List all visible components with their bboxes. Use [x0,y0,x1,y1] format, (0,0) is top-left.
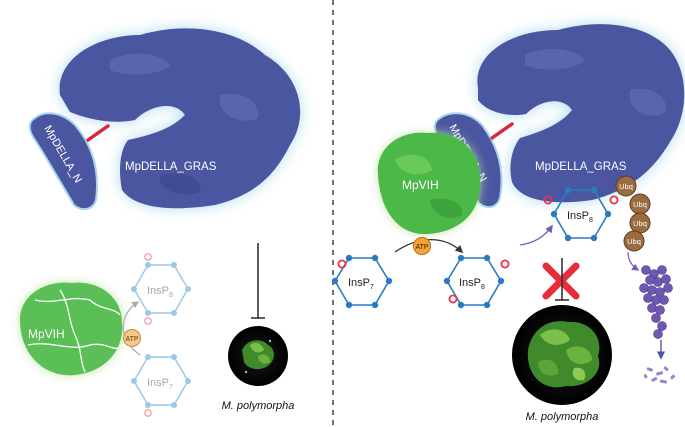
left-plant-caption: M. polymorpha [222,400,295,412]
right-vih-texture-2 [430,198,463,218]
degradation-arrow [627,251,640,271]
right-plant-image [512,305,612,405]
right-della-gras-domain [477,24,685,203]
right-atp-badge [413,237,431,255]
left-insp7-molecule: InsP7 [131,354,191,417]
right-insp8-subscript: 8 [481,284,485,291]
ubiquitin-chain: Ubq Ubq Ubq Ubq [615,175,651,252]
left-vih-contour [34,297,121,316]
ubq-label-4: Ubq [627,237,641,246]
right-vih-texture [395,154,432,175]
left-linker [86,124,110,142]
right-insp8-label: InsP [459,277,481,289]
left-atp-label: ATP [125,336,138,343]
right-insp7-molecule: InsP7 [331,254,393,309]
right-plant-caption: M. polymorpha [526,411,599,423]
svg-text:InsP7: InsP7 [147,377,173,391]
left-conversion-arrow [122,301,141,356]
left-panel: MpDELLA_N MpDELLA_GRAS MpVIH InsP8 InsP7 [20,28,301,417]
degradation-cluster [639,265,673,339]
left-insp7-subscript: 7 [169,384,173,391]
left-della-gras-label: MpDELLA_GRAS [125,161,217,173]
right-binding-arrow [519,224,553,246]
left-insp7-label: InsP [147,377,169,389]
right-insp8-bound-label: InsP [567,210,589,222]
left-della-texture-2 [220,93,259,121]
right-insp7-label: InsP [348,277,370,289]
right-panel: MpDELLA_N MpDELLA_GRAS MpVIH InsP7 ATP [331,24,685,423]
right-della-gras-label: MpDELLA_GRAS [535,161,627,173]
right-della-texture-2 [630,88,667,116]
ubq-bead-4 [623,230,645,252]
right-conversion-arrow [394,239,464,254]
left-atp-badge [123,329,141,347]
left-vih-label: MpVIH [28,327,65,341]
svg-text:InsP7: InsP7 [348,277,374,291]
left-insp8-subscript: 8 [169,292,173,299]
svg-text:InsP8: InsP8 [147,285,173,299]
ubq-label-2: Ubq [633,200,647,209]
svg-text:InsP8: InsP8 [459,277,485,291]
block-cross [542,262,580,300]
left-della-gras-domain [59,28,301,209]
left-insp8-label: InsP [147,285,169,297]
right-linker [490,122,514,140]
left-della-texture-3 [160,173,201,195]
left-della-n-domain [28,112,98,211]
ubq-bead-1 [615,175,637,197]
degraded-fragments [643,366,676,384]
left-vih-contour-3 [59,289,86,373]
svg-text:InsP8: InsP8 [567,210,593,224]
left-vih-contour-2 [27,343,119,349]
right-della-texture [525,48,585,70]
left-plant-image [228,326,288,386]
left-insp8-molecule: InsP8 [131,253,191,325]
left-della-texture [110,53,170,75]
ubq-label-1: Ubq [619,182,633,191]
right-insp8-bound-molecule: InsP8 [543,186,619,242]
right-insp8-bound-subscript: 8 [589,217,593,224]
right-insp8-molecule: InsP8 [443,254,510,309]
left-vih-enzyme [20,282,123,376]
ubq-label-3: Ubq [633,219,647,228]
right-atp-label: ATP [415,244,428,251]
right-insp7-subscript: 7 [370,284,374,291]
right-vih-label: MpVIH [402,178,439,192]
